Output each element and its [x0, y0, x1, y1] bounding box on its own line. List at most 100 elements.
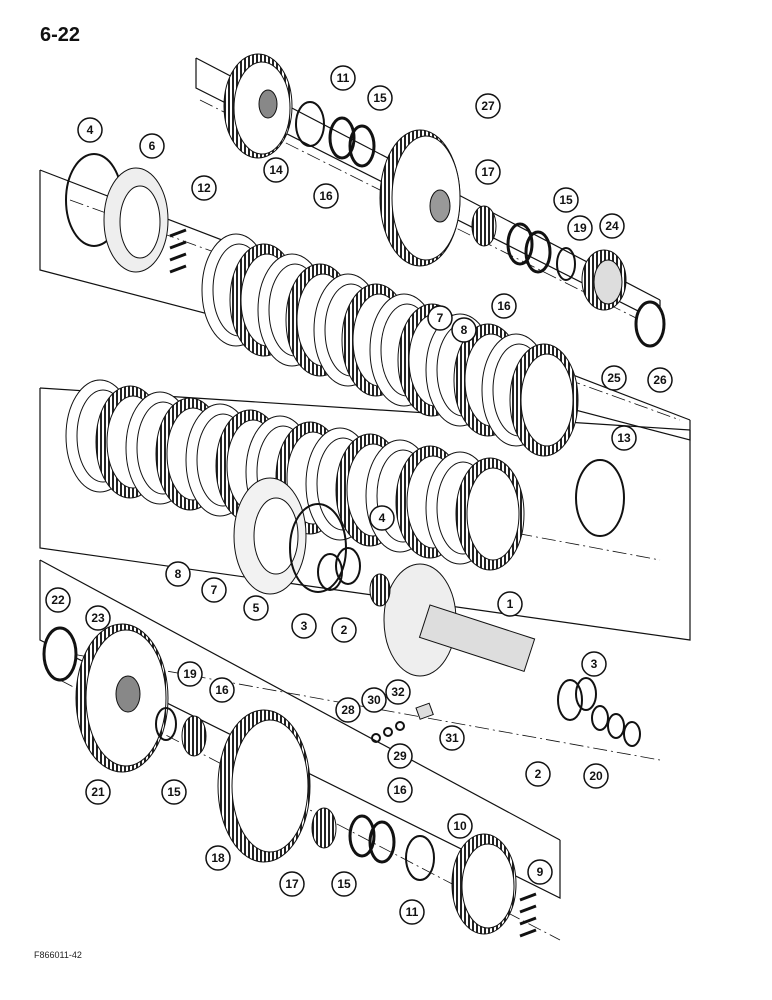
callout-number: 6	[149, 139, 156, 153]
callout-circle	[427, 305, 453, 331]
part-18-drum	[217, 709, 311, 863]
callout-circle	[553, 187, 579, 213]
part-24-gear	[581, 249, 627, 311]
callout-number: 20	[589, 769, 603, 783]
callout-circle	[525, 761, 551, 787]
part-5-backing-plate	[233, 477, 307, 595]
clutch-disc-bore	[520, 353, 574, 447]
figure-code: F866011-42	[34, 950, 82, 960]
part-6-piston	[103, 167, 169, 273]
part-20-seal-rings	[591, 705, 641, 747]
callout-circle	[385, 679, 411, 705]
part-27-gear	[379, 129, 461, 267]
callout-number: 10	[453, 819, 467, 833]
part-9-springs	[519, 892, 537, 938]
part-28-32-check-valve	[371, 702, 434, 743]
callout-number: 16	[215, 683, 229, 697]
callout-number: 21	[91, 785, 105, 799]
clutch-disc-bore	[466, 467, 520, 561]
callout-circle	[647, 367, 673, 393]
callout-number: 2	[535, 767, 542, 781]
callout-number: 29	[393, 749, 407, 763]
callout-circle	[331, 871, 357, 897]
callout-number: 8	[175, 567, 182, 581]
callout-number: 13	[617, 431, 631, 445]
callout-circle	[313, 183, 339, 209]
callout-circle	[77, 117, 103, 143]
callout-circle	[491, 293, 517, 319]
callout-circle	[177, 661, 203, 687]
callout-number: 5	[253, 601, 260, 615]
callout-circle	[361, 687, 387, 713]
callout-number: 23	[91, 611, 105, 625]
callout-circle	[161, 779, 187, 805]
callout-number: 9	[537, 865, 544, 879]
callout-number: 15	[373, 91, 387, 105]
callout-number: 28	[341, 703, 355, 717]
callout-circle	[45, 587, 71, 613]
part-22-23-bearing	[42, 626, 78, 682]
part-2-3-rings-b	[557, 677, 597, 721]
callout-number: 2	[341, 623, 348, 637]
callout-circle	[447, 813, 473, 839]
callout-circle	[263, 157, 289, 183]
callout-circle	[85, 779, 111, 805]
callout-number: 7	[211, 583, 218, 597]
callout-circle	[85, 605, 111, 631]
callout-number: 25	[607, 371, 621, 385]
callout-circle	[331, 617, 357, 643]
callout-circle	[583, 763, 609, 789]
part-15-bearing-races	[328, 116, 376, 168]
page-number: 6-22	[40, 24, 81, 46]
part-1-clutch-shaft	[369, 563, 536, 677]
callout-number: 1	[507, 597, 514, 611]
callout-circle	[139, 133, 165, 159]
callout-circle	[439, 725, 465, 751]
callout-number: 15	[337, 877, 351, 891]
callout-number: 4	[379, 511, 386, 525]
callout-number: 27	[481, 99, 495, 113]
callout-circle	[387, 743, 413, 769]
callout-number: 11	[337, 71, 350, 85]
part-15-bearing-races-b	[506, 222, 552, 274]
callout-circle	[335, 697, 361, 723]
callout-circle	[387, 777, 413, 803]
clutch-discs-upper	[201, 233, 579, 457]
callout-number: 3	[591, 657, 598, 671]
callout-circle	[367, 85, 393, 111]
callout-number: 31	[445, 731, 459, 745]
part-17-needle-bearing	[471, 205, 497, 247]
part-17-needle-bearing-b	[311, 807, 337, 849]
callout-number: 15	[167, 785, 181, 799]
callout-circle	[611, 425, 637, 451]
callout-number: 16	[319, 189, 333, 203]
callout-circle	[497, 591, 523, 617]
part-15-16-bearing	[181, 715, 207, 757]
callout-circle	[279, 871, 305, 897]
callout-number: 12	[197, 181, 211, 195]
callout-circle	[475, 93, 501, 119]
part-25-26-bearing-cup	[634, 300, 666, 348]
part-19-snap-ring-b	[155, 707, 177, 741]
part-12-springs	[169, 228, 187, 274]
callout-number: 22	[51, 593, 65, 607]
callout-circle	[209, 677, 235, 703]
callout-circle	[475, 159, 501, 185]
part-13-snap-ring	[575, 459, 625, 537]
part-14-hub-gear	[223, 53, 293, 159]
part-11-snap-ring-b	[405, 835, 435, 881]
callout-number: 19	[183, 667, 197, 681]
callout-number: 4	[87, 123, 94, 137]
callout-number: 15	[559, 193, 573, 207]
callout-circle	[205, 845, 231, 871]
callout-number: 32	[391, 685, 405, 699]
part-15-16-races-b	[348, 814, 396, 864]
callout-number: 19	[573, 221, 587, 235]
callout-number: 3	[301, 619, 308, 633]
callout-number: 18	[211, 851, 225, 865]
callout-circle	[601, 365, 627, 391]
callout-number: 14	[269, 163, 283, 177]
callout-circle	[165, 561, 191, 587]
